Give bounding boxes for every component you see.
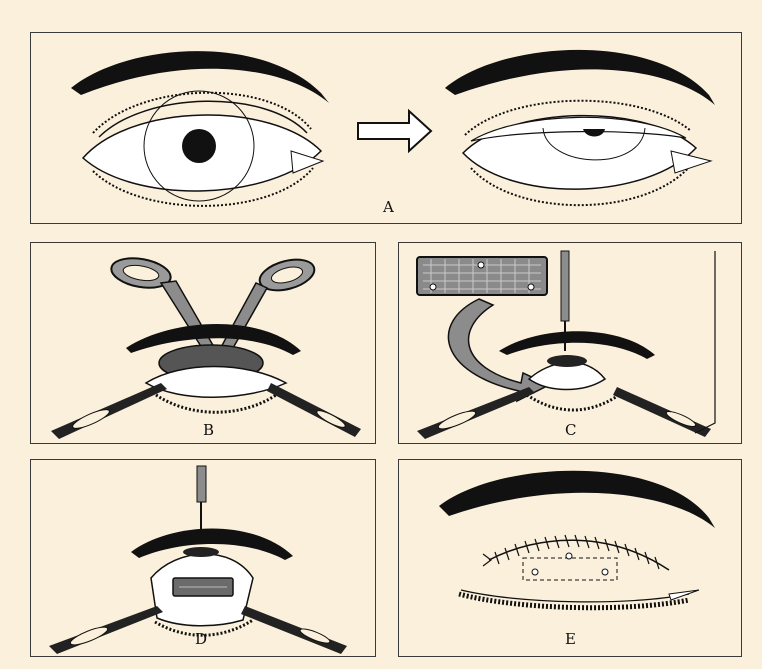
right-caruncle [671,151,711,173]
implant-outline [523,558,617,580]
transition-arrow-icon [358,111,431,151]
panel-c-illustration [399,243,741,443]
panel-d-label: D [195,630,207,648]
panel-a: A [30,32,742,224]
panel-c: C [398,242,742,444]
panel-b: B [30,242,376,444]
eyebrow [439,471,715,528]
retractor-shaft [561,251,569,321]
right-forceps [241,606,347,654]
panel-e-illustration [399,460,741,656]
right-forceps [267,383,361,437]
panel-d-illustration [31,460,375,656]
suture-line [489,540,669,570]
panel-c-label: C [565,421,576,439]
panel-b-label: B [203,421,214,439]
panel-d: D [30,459,376,657]
panel-a-label: A [383,198,394,216]
panel-b-illustration [31,243,375,443]
right-forceps [613,387,711,437]
left-pupil [182,129,216,163]
insertion-arrow [448,299,549,401]
panel-e: E [398,459,742,657]
left-eyebrow [71,51,329,103]
right-eyebrow [445,50,715,105]
lower-lashes [527,395,619,410]
panel-a-illustration [31,33,741,223]
eyebrow [499,331,655,359]
panel-e-label: E [565,630,576,648]
retractor-shaft [197,466,206,502]
